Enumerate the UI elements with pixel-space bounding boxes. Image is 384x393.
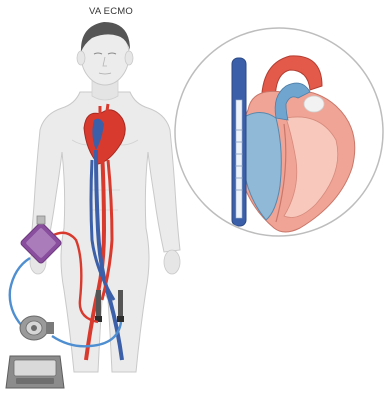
left-ear — [77, 51, 85, 65]
inset-cannula — [236, 100, 242, 218]
oxygenator-icon — [20, 216, 62, 264]
valve — [304, 96, 324, 112]
pump-oxygenator-line — [10, 258, 30, 326]
right-ear — [125, 51, 133, 65]
right-hand — [164, 250, 180, 274]
heart-detail-inset — [175, 28, 383, 236]
centrifugal-pump-icon — [20, 316, 54, 340]
ecmo-console-icon — [6, 356, 64, 388]
